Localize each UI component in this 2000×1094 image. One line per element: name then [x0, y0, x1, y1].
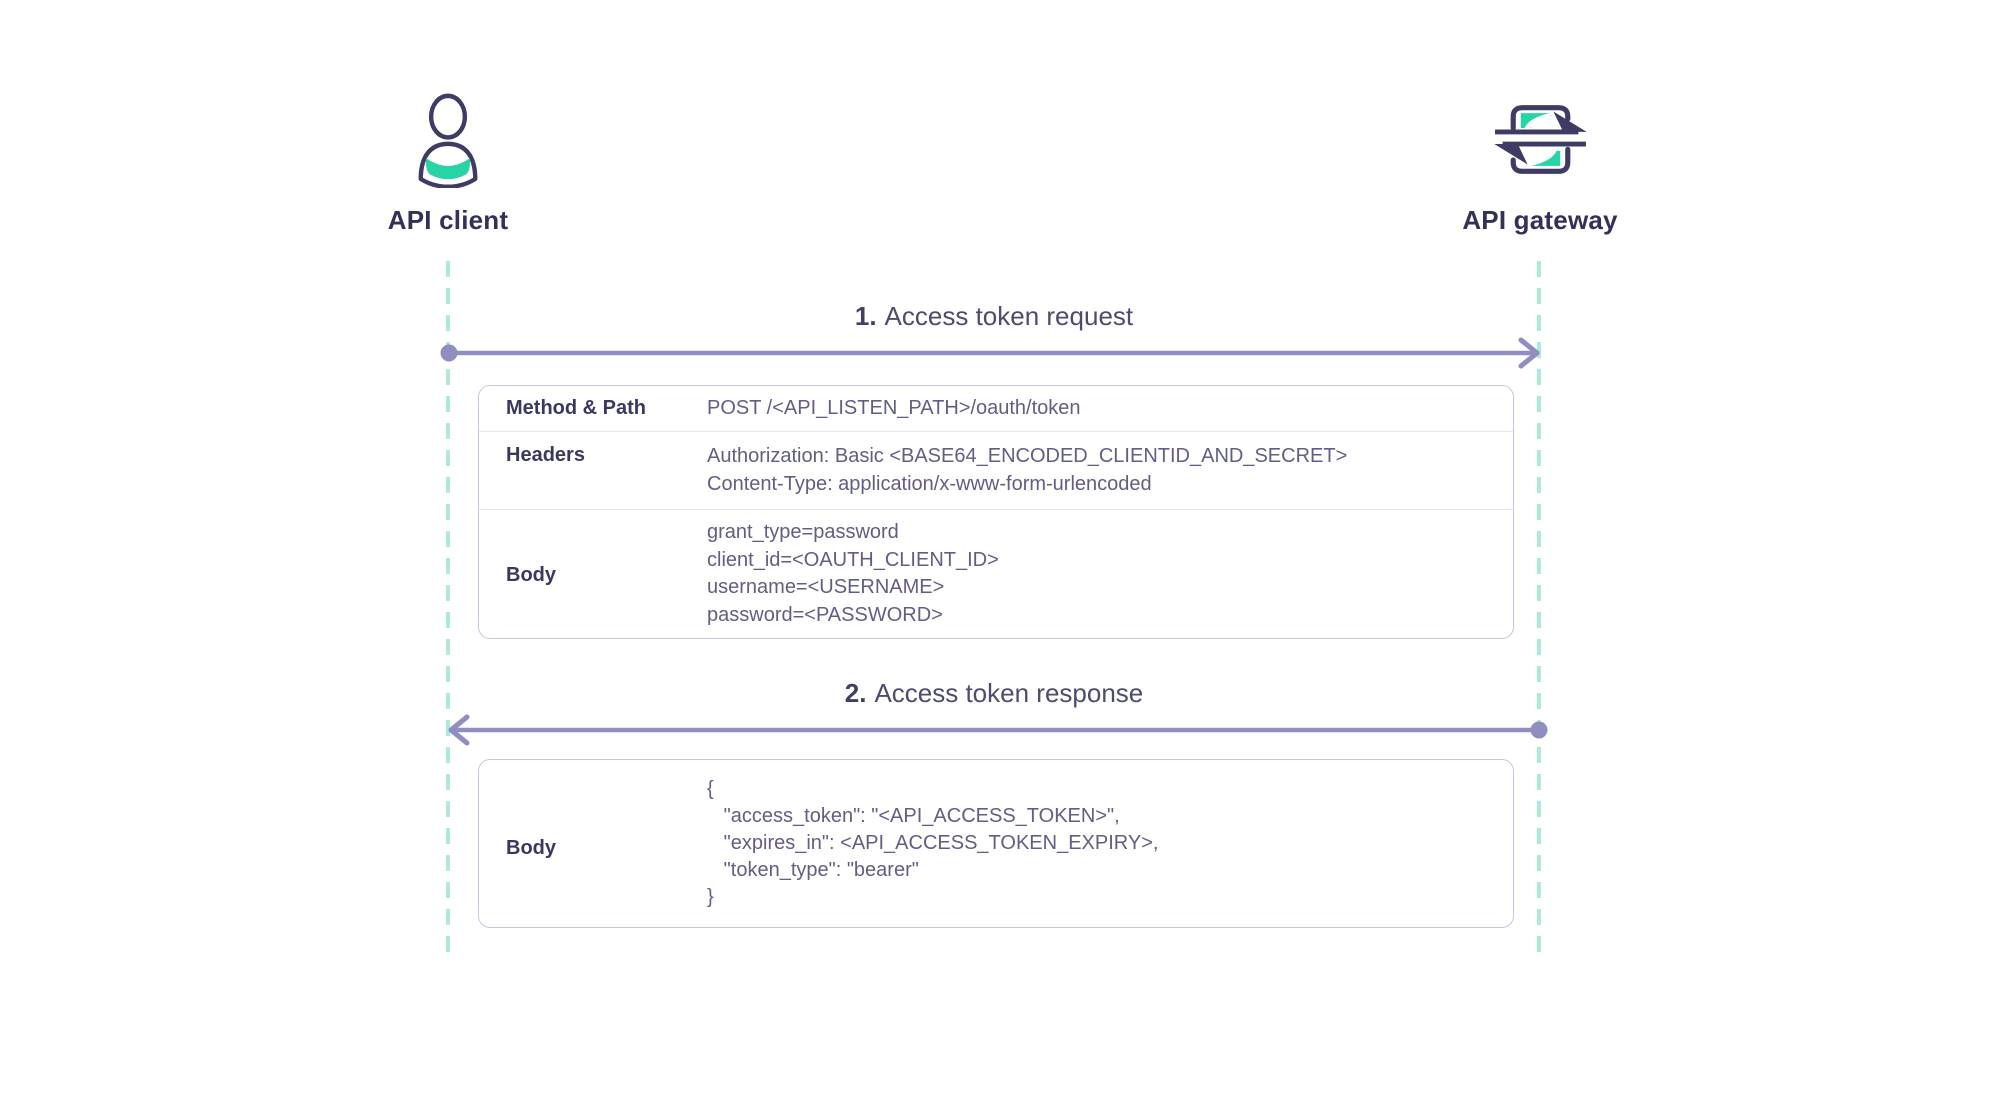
- lifeline-api-client: [446, 261, 450, 961]
- row-label: Headers: [506, 444, 585, 466]
- message-2-number: 2.: [844, 678, 867, 708]
- arrow-request-right: [440, 337, 1540, 369]
- message-1-number: 1.: [854, 301, 877, 331]
- row-label: Method & Path: [506, 397, 646, 419]
- lifeline-api-gateway: [1537, 261, 1541, 961]
- gateway-arrows-icon: [1494, 105, 1587, 174]
- row-label: Body: [506, 563, 556, 586]
- table-row-body: Body grant_type=password client_id=<OAUT…: [479, 509, 1513, 638]
- actor-label-api-gateway: API gateway: [1462, 205, 1618, 235]
- arrow-origin-dot: [440, 344, 458, 362]
- message-2-title: 2.Access token response: [844, 678, 1144, 708]
- row-value: Authorization: Basic <BASE64_ENCODED_CLI…: [707, 445, 1348, 495]
- message-1-title: 1.Access token request: [854, 301, 1134, 331]
- user-icon: [418, 93, 478, 188]
- table-row-method-path: Method & Path POST /<API_LISTEN_PATH>/oa…: [479, 386, 1513, 431]
- arrow-origin-dot: [1530, 721, 1548, 739]
- row-value: POST /<API_LISTEN_PATH>/oauth/token: [707, 397, 1081, 419]
- row-value: { "access_token": "<API_ACCESS_TOKEN>", …: [707, 778, 1159, 908]
- response-table: Body { "access_token": "<API_ACCESS_TOKE…: [478, 759, 1514, 928]
- table-row-headers: Headers Authorization: Basic <BASE64_ENC…: [479, 431, 1513, 509]
- arrowhead-left-icon: [448, 714, 470, 746]
- arrow-response-left: [448, 714, 1548, 746]
- table-row-body: Body { "access_token": "<API_ACCESS_TOKE…: [479, 760, 1513, 927]
- row-label: Body: [506, 836, 556, 859]
- arrowhead-right-icon: [1518, 337, 1540, 369]
- request-table: Method & Path POST /<API_LISTEN_PATH>/oa…: [478, 385, 1514, 639]
- row-value: grant_type=password client_id=<OAUTH_CLI…: [707, 521, 999, 626]
- actor-label-api-client: API client: [387, 205, 509, 235]
